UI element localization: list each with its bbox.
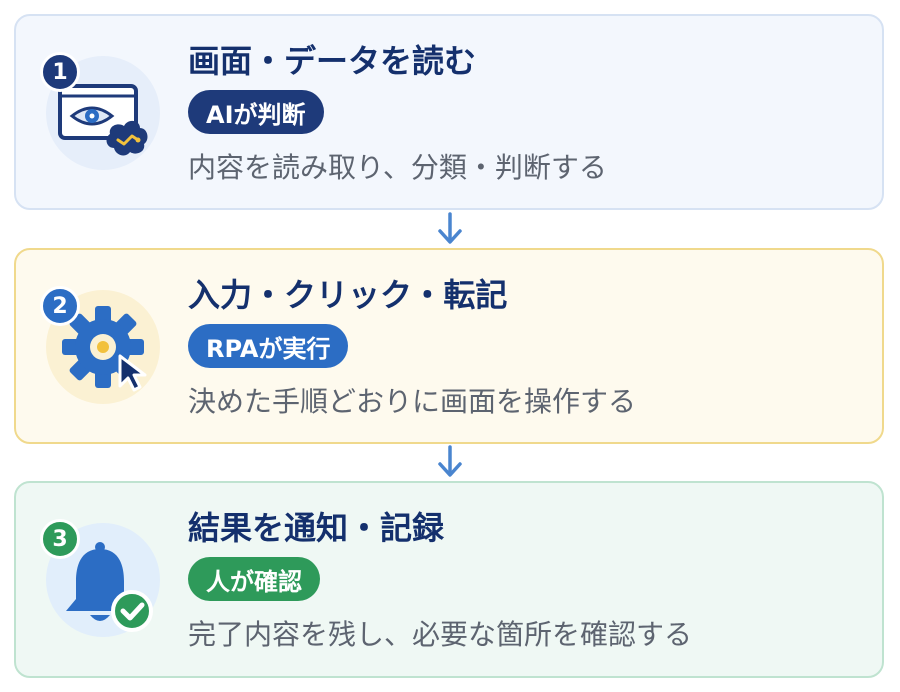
down-arrow-icon xyxy=(438,212,462,244)
step-title: 画面・データを読む xyxy=(188,42,477,80)
step-title: 結果を通知・記録 xyxy=(188,509,445,547)
step-card-3: 3 結果を通知・記録 人が確認 完了内容を残し、必要な箇所を確認する xyxy=(14,481,884,678)
step-title: 入力・クリック・転記 xyxy=(188,276,508,314)
step-number-badge: 3 xyxy=(40,519,80,559)
actor-badge: AIが判断 xyxy=(188,90,324,134)
actor-badge: RPAが実行 xyxy=(188,324,349,368)
bell-check-icon xyxy=(66,542,153,632)
screen-eye-brain-icon xyxy=(58,84,148,156)
actor-badge: 人が確認 xyxy=(188,557,320,601)
step-card-2: 2 入力・クリック・転記 RPAが実行 決めた手順どおりに画面を操作する xyxy=(14,248,884,444)
step-description: 完了内容を残し、必要な箇所を確認する xyxy=(188,618,693,651)
step-description: 決めた手順どおりに画面を操作する xyxy=(188,385,637,418)
step-number-badge: 2 xyxy=(40,286,80,326)
down-arrow-icon xyxy=(438,445,462,477)
gear-cursor-icon xyxy=(62,306,147,392)
step-description: 内容を読み取り、分類・判断する xyxy=(188,151,607,184)
step-card-1: 1 画面・データを読む AIが判断 内容を読み取り、分類・判断する xyxy=(14,14,884,210)
step-number-badge: 1 xyxy=(40,52,80,92)
